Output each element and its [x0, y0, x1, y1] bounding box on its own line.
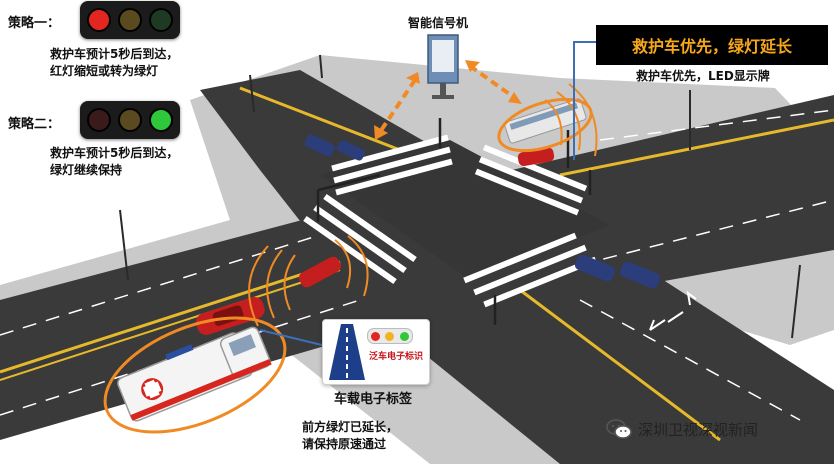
traffic-light-strategy1: [80, 1, 180, 39]
green-lamp-on-icon: [148, 108, 173, 132]
strategy2-line1: 救护车预计5秒后到达，: [50, 146, 179, 160]
crosswalk-west: [303, 193, 417, 285]
strategy2-text: 救护车预计5秒后到达， 绿灯继续保持: [50, 145, 178, 179]
car-red-center: [298, 256, 342, 288]
vehicle-tag-message: 前方绿灯已延长， 请保持原速通过: [302, 419, 398, 453]
priority-banner: 救护车优先，绿灯延长: [596, 25, 828, 65]
lane-arrows: [649, 290, 697, 331]
ambulance: [117, 326, 272, 422]
strategy2-line2: 绿灯继续保持: [50, 163, 123, 177]
street-lamps: [119, 54, 801, 339]
tag-card-text: 泛车电子标识: [369, 352, 424, 362]
wave-arcs-left: [248, 235, 369, 327]
tag-message-line2: 请保持原速通过: [302, 437, 387, 451]
link-arrows: [378, 64, 517, 134]
car-blue-2: [336, 140, 365, 161]
car-blue-4: [619, 261, 661, 289]
led-connector: [573, 41, 600, 160]
watermark: 深圳卫视深视新闻: [606, 418, 758, 440]
wave-arcs-right: [544, 83, 598, 157]
car-red-near-signal: [517, 147, 555, 167]
car-red-left: [195, 297, 265, 335]
signal-machine-label: 智能信号机: [408, 16, 469, 30]
crosswalk-north: [331, 134, 453, 196]
crosswalk-south: [463, 232, 597, 308]
tag-message-line1: 前方绿灯已延长，: [302, 420, 399, 434]
road-icon: [329, 324, 365, 380]
strategy1-text: 救护车预计5秒后到达， 红灯缩短或转为绿灯: [50, 46, 178, 80]
strategy1-title: 策略一：: [8, 16, 61, 31]
led-label: 救护车优先，LED显示牌: [636, 69, 770, 83]
traffic-light-strategy2: [80, 101, 180, 139]
vehicle-tag-label: 车载电子标签: [334, 392, 413, 407]
wechat-icon: [606, 419, 632, 439]
red-lamp-off-icon: [87, 108, 112, 132]
crosswalk-east: [474, 144, 588, 216]
strategy2-title: 策略二：: [8, 117, 61, 132]
car-blue-3: [574, 254, 616, 282]
signal-cabinet-icon: [427, 34, 459, 99]
tag-traffic-lights-icon: [367, 328, 413, 344]
yellow-lamp-off-icon: [117, 108, 142, 132]
ambulance-highlight: [103, 316, 287, 434]
red-lamp-on-icon: [87, 8, 112, 32]
watermark-text: 深圳卫视深视新闻: [638, 420, 759, 439]
bus: [504, 98, 587, 144]
yellow-lamp-off-icon: [117, 8, 142, 32]
strategy1-line1: 救护车预计5秒后到达，: [50, 47, 179, 61]
green-lamp-off-icon: [148, 8, 173, 32]
vehicle-tag-card: 泛车电子标识: [322, 319, 430, 385]
signal-poles: [316, 118, 592, 325]
car-blue-1: [304, 134, 335, 157]
tag-connector: [259, 329, 323, 346]
strategy1-line2: 红灯缩短或转为绿灯: [50, 64, 159, 78]
